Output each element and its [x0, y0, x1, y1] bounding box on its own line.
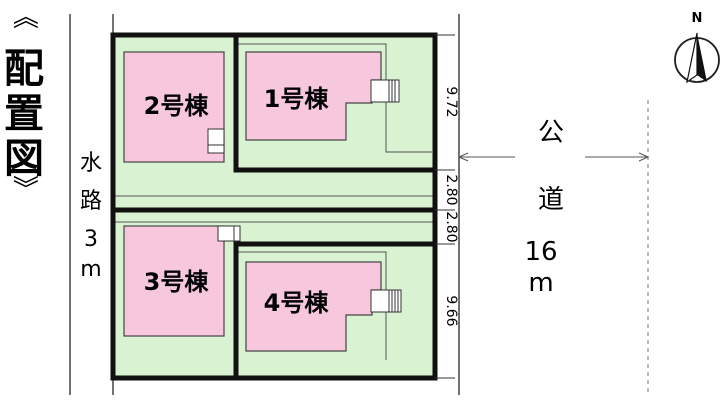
building-2-footprint — [123, 51, 225, 163]
building-4-label: 4号棟 — [264, 289, 330, 317]
entrance-steps-4 — [370, 289, 402, 313]
entrance-steps-1 — [370, 79, 400, 103]
title-open-mark: 《 — [9, 3, 39, 29]
building-4-footprint — [245, 261, 382, 352]
waterway-unit: m — [80, 257, 101, 282]
entrance-steps-2 — [207, 128, 225, 154]
north-compass: N — [674, 11, 720, 84]
road-unit: m — [528, 268, 553, 298]
dimension-lot-1: 9.72 — [443, 86, 459, 117]
waterway-label-char-1: 水 — [80, 151, 102, 176]
building-3-label: 3号棟 — [144, 268, 210, 296]
compass-north-label: N — [692, 11, 703, 26]
dimension-ticks — [435, 34, 455, 379]
compass-needle-outline-icon — [686, 32, 698, 84]
road-width-arrow — [457, 152, 650, 162]
title-char-1: 配 — [4, 46, 44, 92]
title-char-3: 図 — [4, 136, 44, 182]
road-label-char-2: 道 — [538, 185, 564, 215]
entrance-steps-3 — [217, 225, 241, 242]
waterway-label-char-2: 路 — [80, 189, 102, 214]
inner-lot-lines — [113, 43, 435, 360]
road-width: 16 — [524, 237, 557, 267]
building-1-footprint — [245, 51, 382, 141]
title-char-2: 置 — [4, 91, 44, 137]
compass-needle-icon — [697, 33, 707, 82]
building-1-label: 1号棟 — [264, 85, 330, 113]
dimension-passage-2: 2.80 — [443, 211, 459, 242]
building-2-label: 2号棟 — [144, 92, 210, 120]
building-3-footprint — [123, 225, 225, 337]
road-label-char-1: 公 — [538, 118, 564, 148]
dimension-passage-1: 2.80 — [443, 174, 459, 205]
dimension-lot-4: 9.66 — [443, 295, 459, 326]
title-block: 《 配 置 図 》 — [4, 3, 44, 201]
lot-boundaries — [110, 32, 438, 381]
title-close-mark: 》 — [9, 175, 39, 201]
waterway-width: 3 — [84, 227, 98, 252]
